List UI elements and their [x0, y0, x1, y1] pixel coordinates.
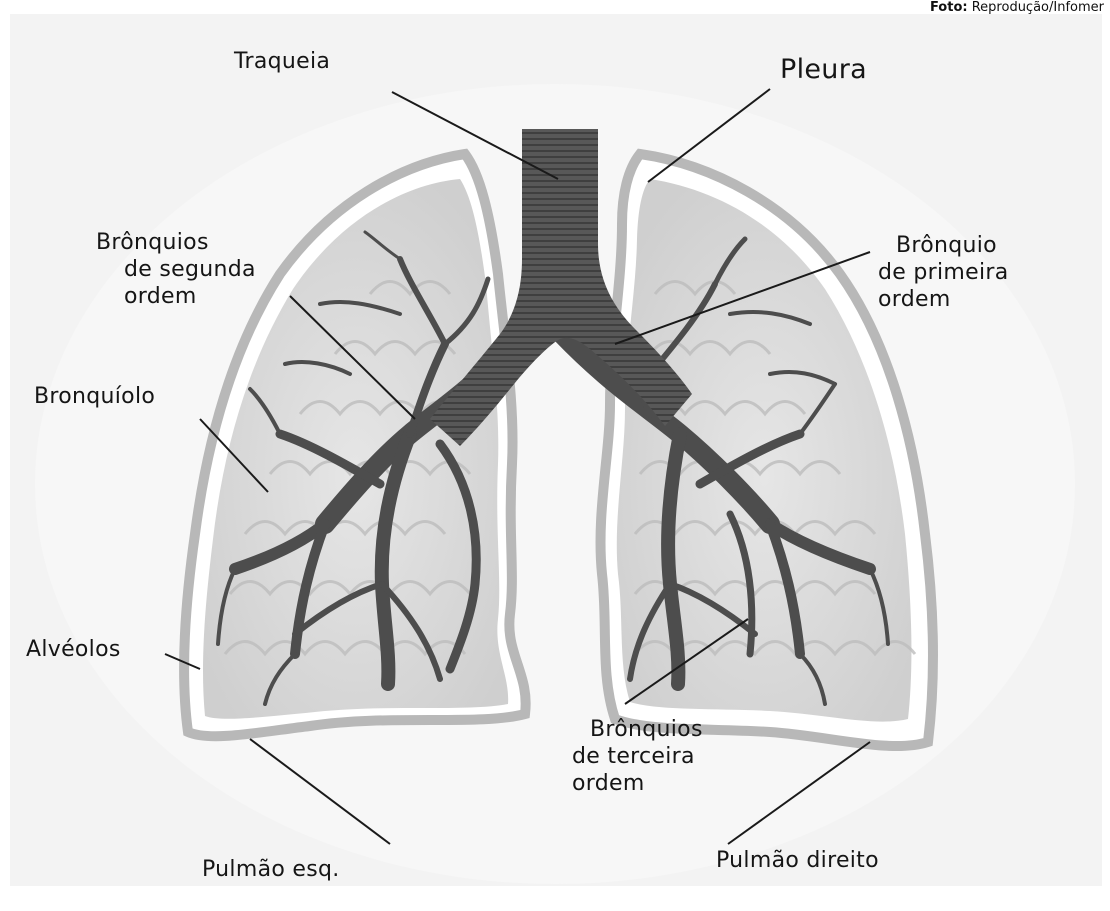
label-right-lung: Pulmão direito: [716, 847, 879, 874]
label-primary-bronchus: Brônquio de primeira ordem: [878, 232, 1009, 313]
label-bronchiole: Bronquíolo: [34, 383, 155, 410]
label-pleura: Pleura: [780, 56, 867, 83]
lungs-illustration: [10, 14, 1102, 886]
label-trachea: Traqueia: [234, 48, 330, 75]
label-tertiary-bronchi: Brônquios de terceira ordem: [572, 716, 703, 797]
photo-credit: Foto: Reprodução/Infomer: [930, 0, 1104, 15]
label-left-lung: Pulmão esq.: [202, 856, 340, 883]
label-alveoli: Alvéolos: [26, 636, 121, 663]
label-secondary-bronchi: Brônquios de segunda ordem: [96, 229, 256, 310]
diagram-frame: Traqueia Pleura Brônquios de segunda ord…: [10, 14, 1102, 886]
